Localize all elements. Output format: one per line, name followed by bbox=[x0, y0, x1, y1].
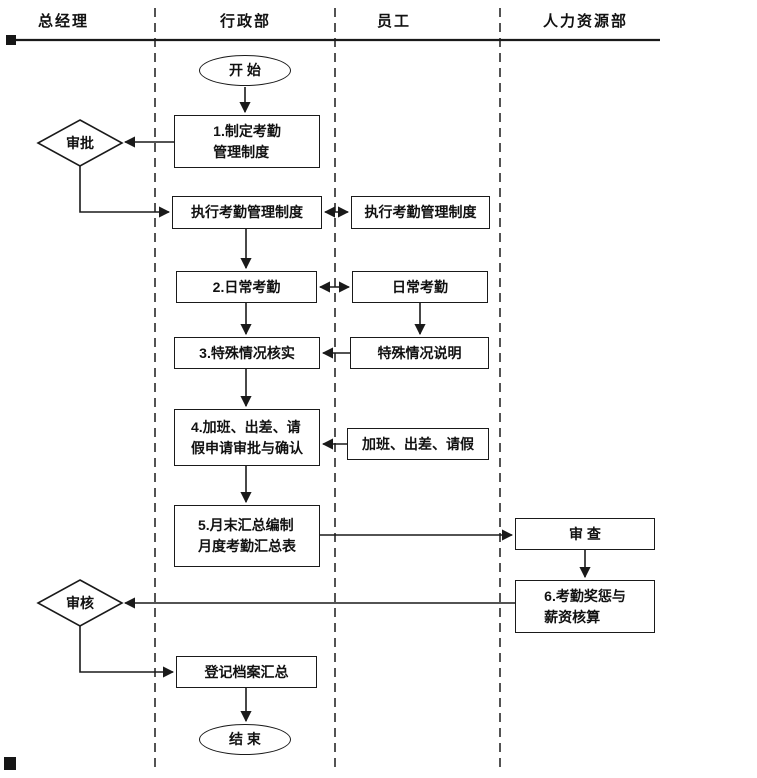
node-step3: 3.特殊情况核实 bbox=[174, 337, 320, 369]
scan-mark-top bbox=[6, 35, 16, 45]
node-step5: 5.月末汇总编制 月度考勤汇总表 bbox=[174, 505, 320, 567]
node-special-employee: 特殊情况说明 bbox=[350, 337, 489, 369]
node-step1: 1.制定考勤 管理制度 bbox=[174, 115, 320, 168]
node-leave-employee: 加班、出差、请假 bbox=[347, 428, 489, 460]
node-exec-admin: 执行考勤管理制度 bbox=[172, 196, 322, 229]
node-end: 结 束 bbox=[199, 724, 291, 755]
node-step6: 6.考勤奖惩与 薪资核算 bbox=[515, 580, 655, 633]
lane-header-hr: 人力资源部 bbox=[543, 13, 629, 30]
node-daily-employee: 日常考勤 bbox=[352, 271, 488, 303]
node-audit-diamond: 审核 bbox=[66, 595, 94, 611]
node-step4: 4.加班、出差、请 假申请审批与确认 bbox=[174, 409, 320, 466]
arrow-audit-to-register bbox=[79, 626, 175, 678]
node-exec-employee: 执行考勤管理制度 bbox=[351, 196, 490, 229]
arrow-approve-to-exec-admin bbox=[79, 166, 171, 218]
node-approve-diamond: 审批 bbox=[66, 135, 94, 151]
lane-header-general-manager: 总经理 bbox=[38, 13, 90, 30]
lane-header-administration: 行政部 bbox=[220, 13, 272, 30]
node-register: 登记档案汇总 bbox=[176, 656, 317, 688]
scan-mark-bottom bbox=[4, 757, 16, 770]
lane-header-employee: 员工 bbox=[377, 13, 412, 30]
node-start: 开 始 bbox=[199, 55, 291, 86]
node-step2: 2.日常考勤 bbox=[176, 271, 317, 303]
node-review: 审 查 bbox=[515, 518, 655, 550]
